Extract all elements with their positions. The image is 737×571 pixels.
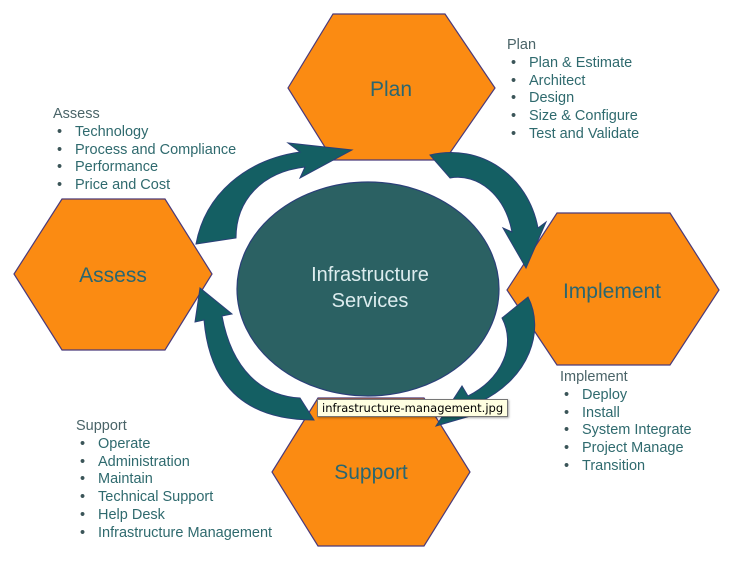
list-item: Plan & Estimate	[507, 55, 639, 73]
implement-hexagon: Implement	[506, 212, 720, 366]
list-item: Transition	[560, 458, 692, 476]
list-item: Help Desk	[76, 507, 272, 525]
list-item: Maintain	[76, 471, 272, 489]
implement-label: Implement	[563, 280, 661, 303]
list-item: Administration	[76, 454, 272, 472]
assess-label: Assess	[79, 264, 147, 287]
assess-activity-list: Assess Technology Process and Compliance…	[53, 106, 236, 195]
image-filename-tooltip: infrastructure-management.jpg	[317, 399, 509, 417]
implement-activity-list: Implement Deploy Install System Integrat…	[560, 369, 692, 476]
list-item: Infrastructure Management	[76, 525, 272, 543]
support-label: Support	[334, 461, 408, 484]
arrow-plan-to-implement	[429, 152, 548, 270]
list-item: Deploy	[560, 387, 692, 405]
infrastructure-services-hub: Infrastructure Services	[236, 181, 500, 397]
list-item: Project Manage	[560, 440, 692, 458]
list-item: Size & Configure	[507, 108, 639, 126]
plan-list-title: Plan	[507, 37, 537, 53]
list-item: Process and Compliance	[53, 142, 236, 160]
support-hexagon: Support	[271, 397, 471, 547]
plan-hexagon: Plan	[287, 13, 496, 161]
list-item: Install	[560, 405, 692, 423]
list-item: Operate	[76, 436, 272, 454]
list-item: Price and Cost	[53, 177, 236, 195]
support-list-title: Support	[76, 418, 127, 434]
list-item: System Integrate	[560, 422, 692, 440]
hub-label-line2: Services	[332, 290, 409, 312]
list-item: Design	[507, 90, 639, 108]
support-activity-list: Support Operate Administration Maintain …	[76, 418, 272, 543]
list-item: Architect	[507, 73, 639, 91]
arrow-implement-to-support	[434, 296, 536, 427]
list-item: Technical Support	[76, 489, 272, 507]
list-item: Technology	[53, 124, 236, 142]
plan-label: Plan	[370, 78, 412, 101]
list-item: Test and Validate	[507, 126, 639, 144]
implement-list-title: Implement	[560, 369, 628, 385]
plan-activity-list: Plan Plan & Estimate Architect Design Si…	[507, 37, 639, 144]
hub-label-line1: Infrastructure	[311, 264, 429, 286]
arrow-support-to-assess	[194, 287, 315, 421]
arrow-assess-to-plan	[195, 142, 354, 245]
assess-list-title: Assess	[53, 106, 100, 122]
list-item: Performance	[53, 159, 236, 177]
assess-hexagon: Assess	[13, 198, 213, 351]
